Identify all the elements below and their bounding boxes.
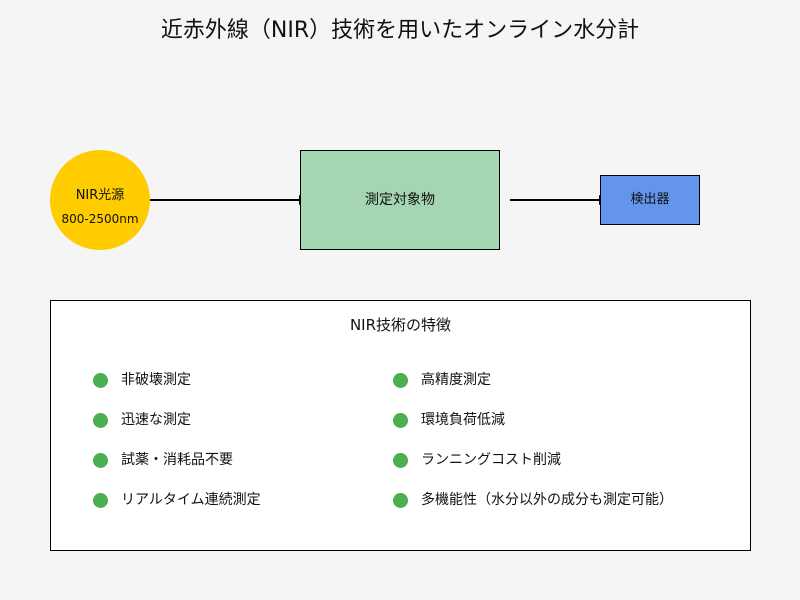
bullet-dot-icon	[393, 492, 408, 508]
bullet-dot-icon	[93, 452, 108, 468]
feature-item: 非破壊測定	[93, 370, 191, 390]
feature-label: 環境負荷低減	[421, 412, 505, 428]
feature-item: 高精度測定	[393, 370, 491, 390]
sample-object-label: 測定対象物	[365, 192, 435, 208]
feature-item: 試薬・消耗品不要	[93, 450, 233, 470]
feature-label: 多機能性（水分以外の成分も測定可能）	[421, 492, 673, 508]
page-title: 近赤外線（NIR）技術を用いたオンライン水分計	[160, 18, 640, 43]
feature-item: 多機能性（水分以外の成分も測定可能）	[393, 490, 673, 510]
features-title: NIR技術の特徴	[349, 316, 452, 334]
feature-label: 迅速な測定	[121, 412, 191, 428]
feature-label: 試薬・消耗品不要	[121, 452, 233, 468]
feature-label: 非破壊測定	[121, 372, 191, 388]
detector-box: 検出器	[600, 175, 700, 225]
feature-item: ランニングコスト削減	[393, 450, 561, 470]
features-panel: NIR技術の特徴 非破壊測定 迅速な測定 試薬・消耗品不要 リアルタイム連続測定…	[50, 300, 751, 551]
sample-object-box: 測定対象物	[300, 150, 500, 250]
bullet-dot-icon	[93, 372, 108, 388]
nir-light-source: NIR光源 800-2500nm	[50, 150, 150, 250]
feature-item: 環境負荷低減	[393, 410, 505, 430]
bullet-dot-icon	[93, 492, 108, 508]
feature-label: リアルタイム連続測定	[121, 492, 261, 508]
feature-label: 高精度測定	[421, 372, 491, 388]
bullet-dot-icon	[393, 372, 408, 388]
feature-item: 迅速な測定	[93, 410, 191, 430]
bullet-dot-icon	[393, 452, 408, 468]
bullet-dot-icon	[93, 412, 108, 428]
feature-label: ランニングコスト削減	[421, 452, 561, 468]
light-source-wavelength: 800-2500nm	[61, 212, 139, 226]
feature-item: リアルタイム連続測定	[93, 490, 261, 510]
detector-label: 検出器	[630, 192, 670, 207]
light-source-name: NIR光源	[75, 188, 125, 203]
bullet-dot-icon	[393, 412, 408, 428]
